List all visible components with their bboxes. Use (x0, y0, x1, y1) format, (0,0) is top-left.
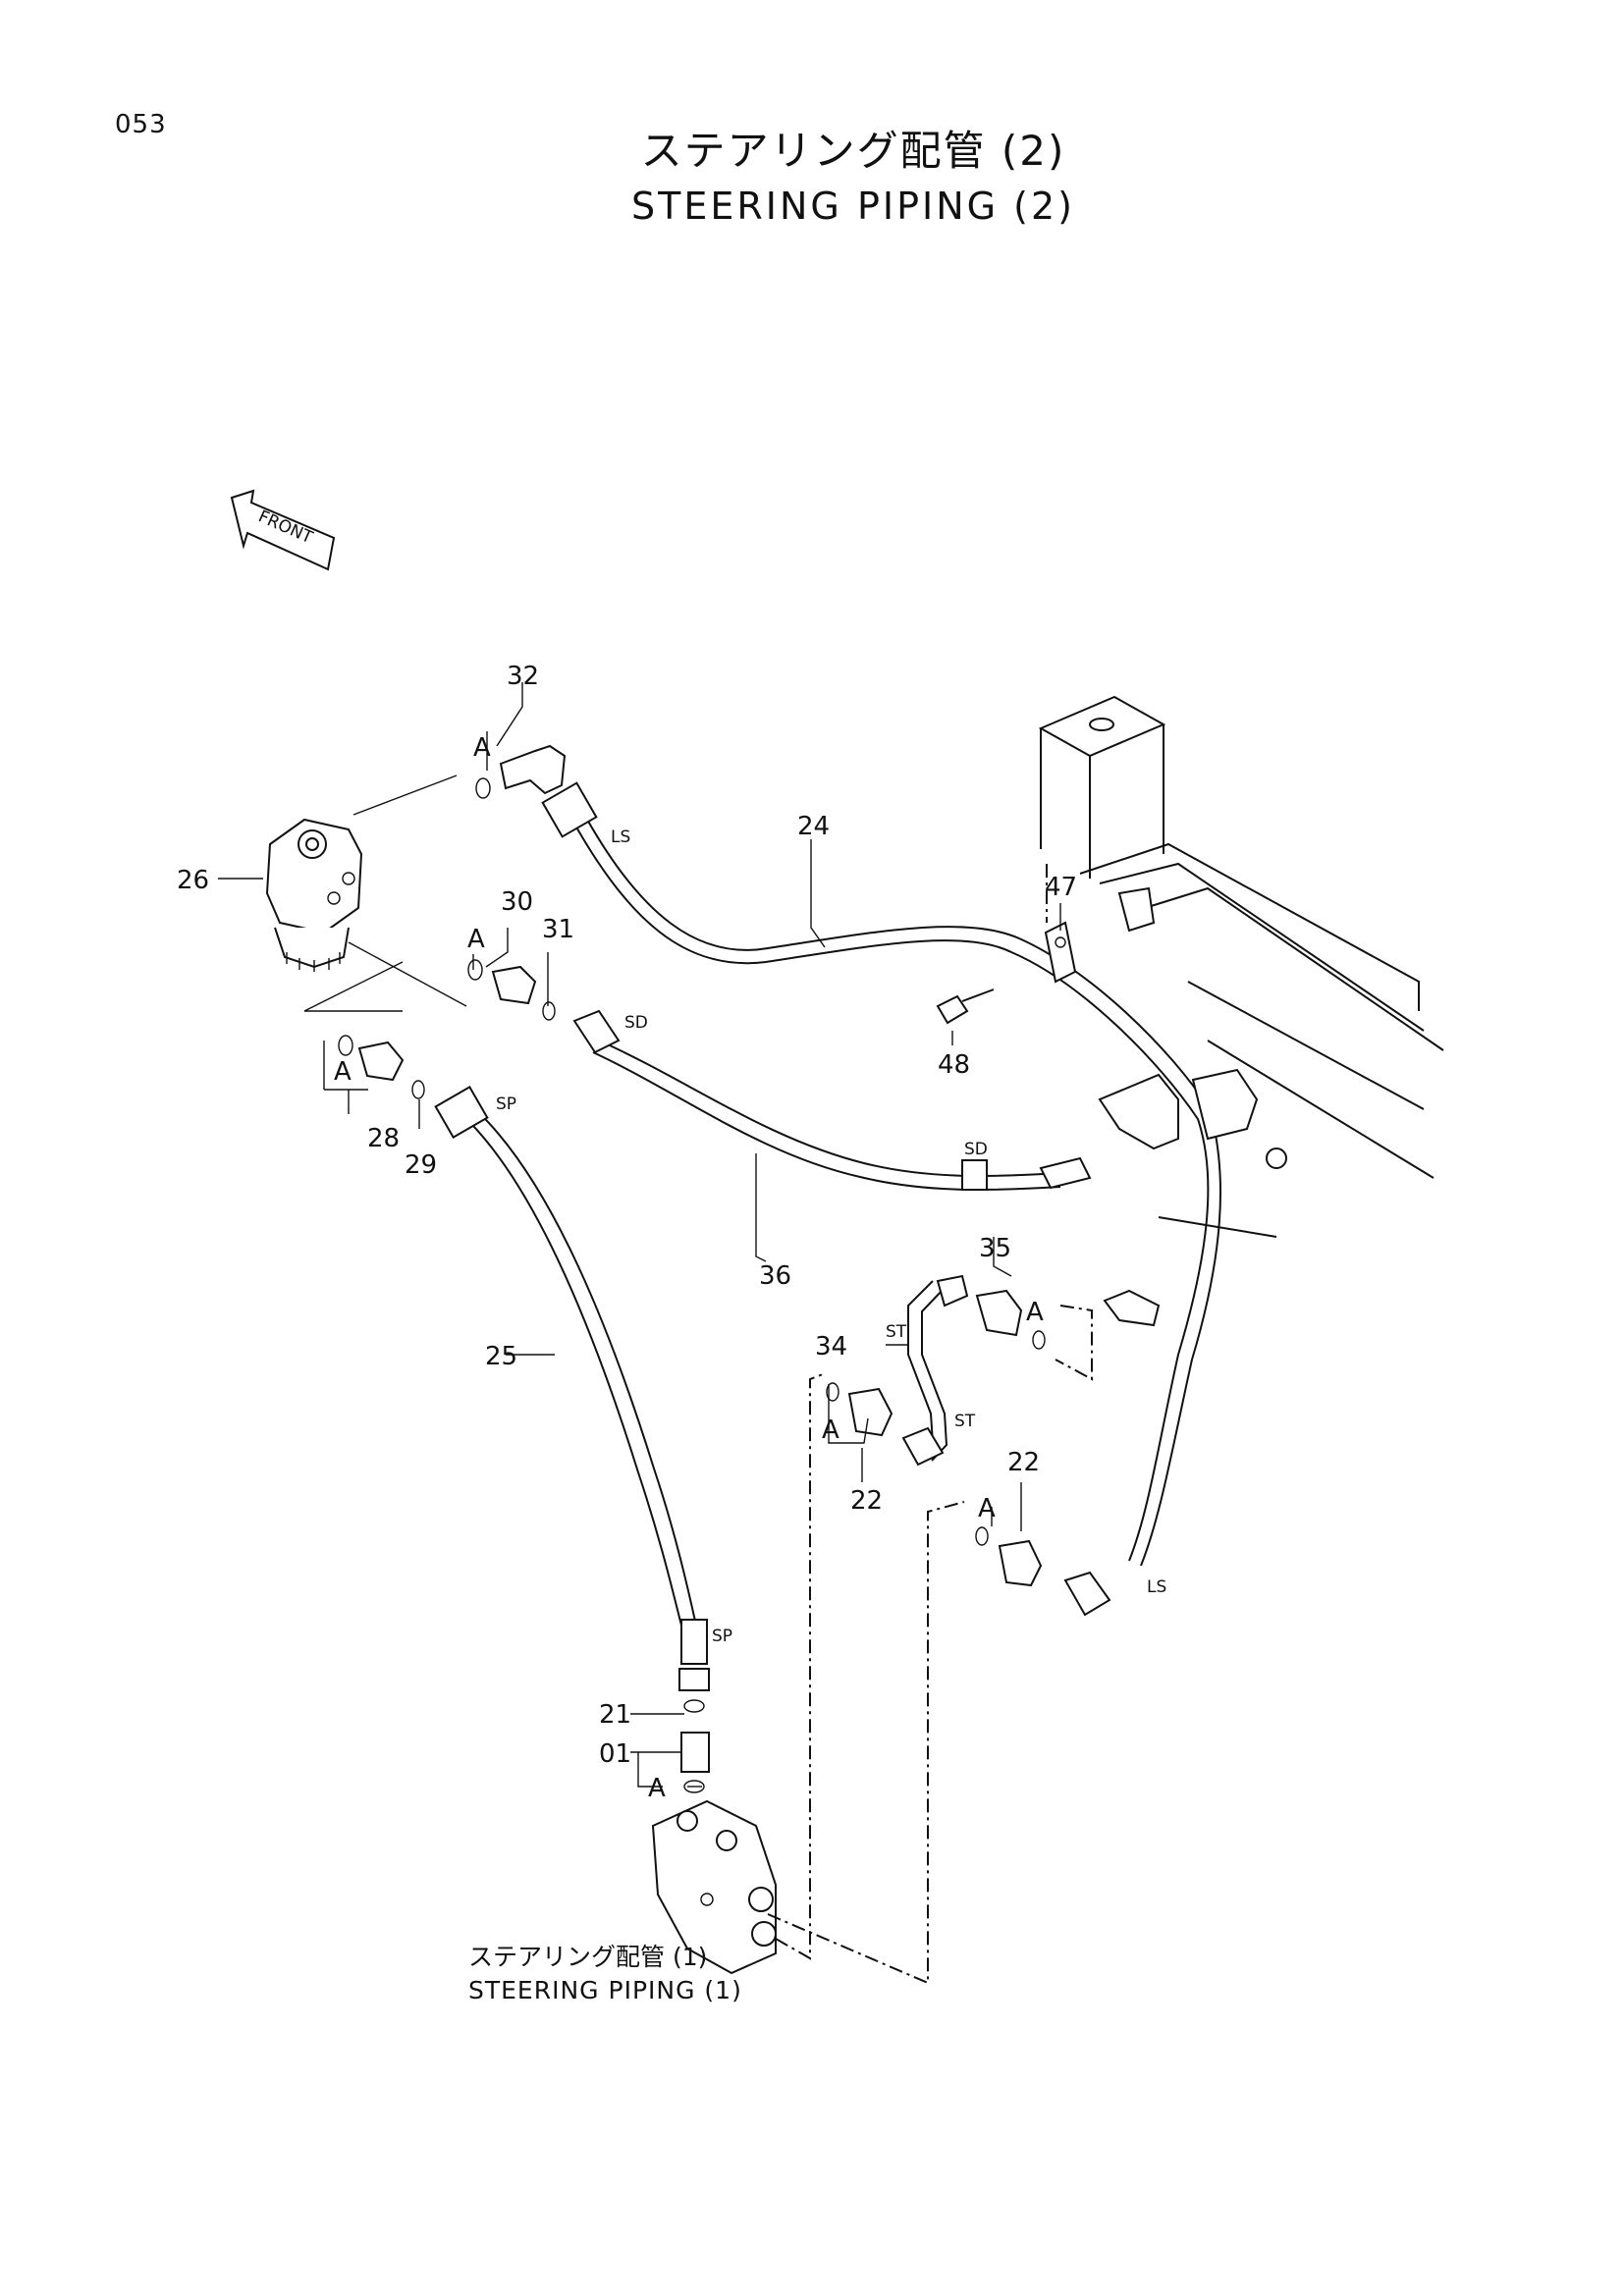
reference-label-jp: ステアリング配管 (1) (468, 1943, 707, 1971)
port-mark-sd: SD (624, 1013, 648, 1033)
fitting-32 (475, 744, 567, 799)
valve-block (651, 1732, 777, 1975)
port-mark-st: ST (886, 1322, 907, 1342)
link-line-lower (775, 1373, 824, 1960)
tee-fittings (1098, 1068, 1287, 1327)
callout-22-right: 22 (1007, 1448, 1040, 1477)
port-mark-ls: LS (611, 828, 630, 847)
port-mark-a: A (648, 1774, 666, 1803)
port-mark-a: A (473, 733, 491, 763)
page-title-en: STEERING PIPING (2) (631, 184, 1075, 228)
callout-22-left: 22 (850, 1486, 883, 1516)
callout-01: 01 (599, 1739, 631, 1769)
callout-36: 36 (759, 1261, 791, 1291)
front-label: FRONT (255, 507, 316, 548)
steering-unit (265, 818, 363, 972)
port-mark-a: A (1026, 1298, 1044, 1327)
port-mark-sp: SP (496, 1095, 516, 1114)
callout-24: 24 (797, 812, 830, 841)
page-title: ステアリング配管 (2) STEERING PIPING (2) (0, 126, 1624, 230)
port-mark-sp: SP (712, 1627, 732, 1646)
page-number: 053 (115, 110, 167, 139)
hose-25 (460, 1113, 688, 1641)
fitting-28 (338, 1035, 425, 1099)
pipe-34 (907, 1280, 935, 1454)
port-mark-a: A (467, 925, 485, 954)
hose-36 (598, 1040, 1061, 1177)
port-mark-ls: LS (1147, 1577, 1166, 1597)
callout-34: 34 (815, 1332, 847, 1362)
callout-25: 25 (485, 1342, 517, 1371)
reference-label-en: STEERING PIPING (1) (468, 1976, 742, 2004)
fitting-22-left (826, 1382, 893, 1437)
port-mark-a: A (978, 1494, 996, 1523)
bolt-48 (936, 988, 995, 1025)
port-mark-a: A (334, 1057, 352, 1087)
hose-24 (568, 814, 1210, 1562)
callout-47: 47 (1045, 873, 1077, 902)
callout-21: 21 (599, 1700, 631, 1730)
callout-30: 30 (501, 887, 533, 917)
callout-29: 29 (405, 1150, 437, 1180)
bracket-47 (1044, 886, 1156, 984)
page-title-jp: ステアリング配管 (2) (640, 127, 1066, 175)
callout-26: 26 (177, 866, 209, 895)
callout-28: 28 (367, 1124, 400, 1153)
front-arrow-icon: FRONT (230, 489, 336, 571)
port-mark-sd: SD (964, 1140, 988, 1159)
fitting-22-right (975, 1526, 1111, 1617)
callout-32: 32 (507, 662, 539, 691)
fitting-35 (975, 1289, 1046, 1350)
callout-48: 48 (938, 1050, 970, 1080)
callout-35: 35 (979, 1234, 1011, 1263)
leader-lines (218, 682, 1061, 1788)
fitting-30 (467, 959, 621, 1054)
callout-31: 31 (542, 915, 574, 944)
port-mark-a: A (822, 1415, 839, 1445)
port-mark-st: ST (954, 1412, 976, 1431)
machine-frame (1038, 695, 1444, 1238)
